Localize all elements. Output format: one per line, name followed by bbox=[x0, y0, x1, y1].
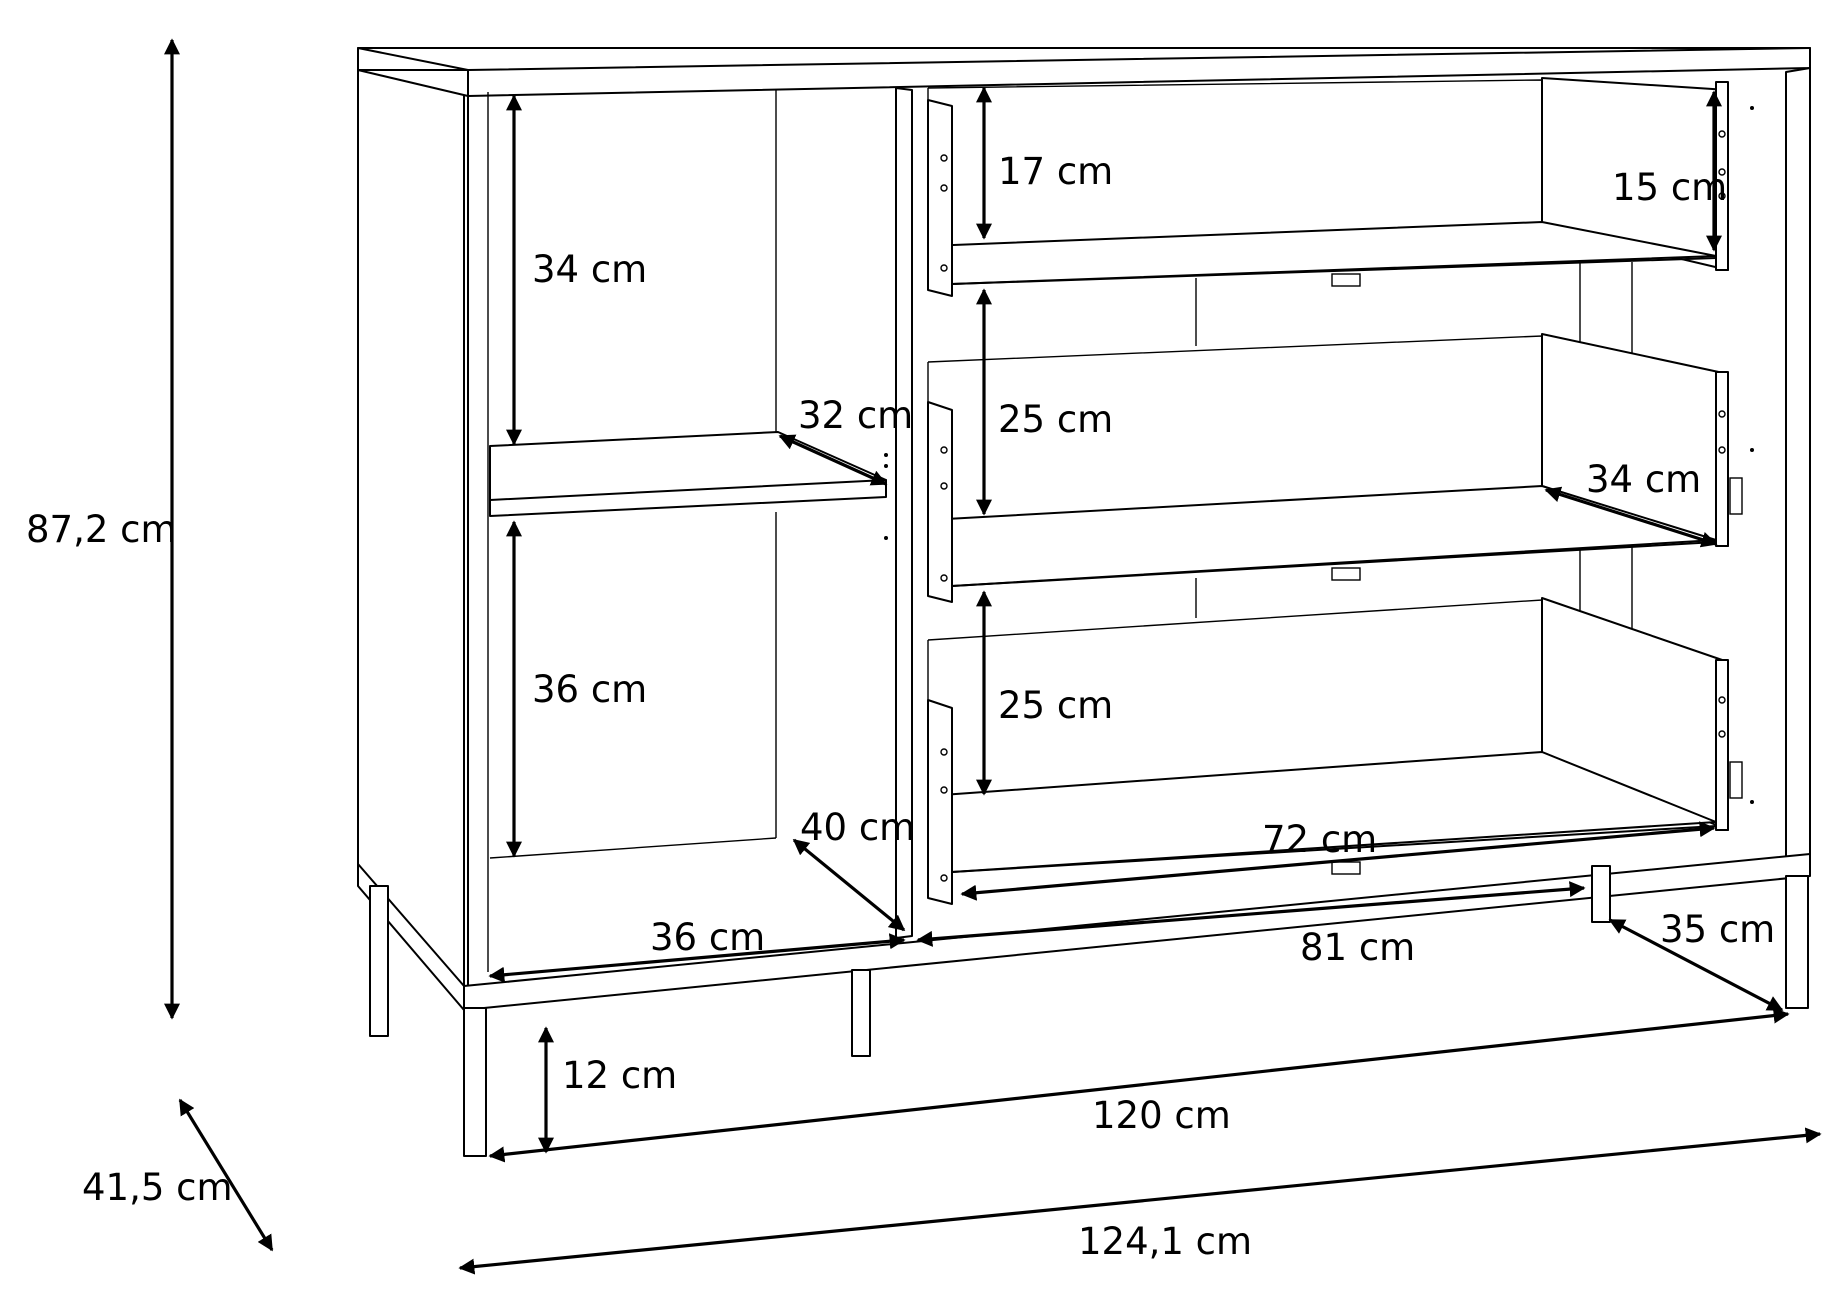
top-drawer-front bbox=[927, 99, 953, 297]
label-base-depth: 35 cm bbox=[1660, 908, 1775, 951]
label-drawer-width: 72 cm bbox=[1262, 818, 1377, 861]
shelf bbox=[489, 431, 887, 517]
bottom-drawer-front bbox=[927, 699, 953, 905]
dimension-labels: 87,2 cm 41,5 cm 124,1 cm 120 cm 12 cm 34… bbox=[26, 150, 1775, 1263]
label-middle-drawer-height: 25 cm bbox=[998, 398, 1113, 441]
label-leg-height: 12 cm bbox=[562, 1054, 677, 1097]
label-body-width: 120 cm bbox=[1092, 1094, 1231, 1137]
label-overall-width: 124,1 cm bbox=[1078, 1220, 1252, 1263]
sideboard-drawing bbox=[357, 47, 1811, 1157]
label-drawer-section-width: 81 cm bbox=[1300, 926, 1415, 969]
label-top-drawer-height: 17 cm bbox=[998, 150, 1113, 193]
left-side-panel bbox=[357, 69, 469, 999]
legs bbox=[369, 865, 1809, 1157]
label-lower-shelf-height: 36 cm bbox=[532, 668, 647, 711]
middle-drawer-front bbox=[927, 401, 953, 603]
right-side-panel bbox=[1785, 67, 1811, 861]
label-shelf-depth: 32 cm bbox=[798, 394, 913, 437]
label-drawer-depth: 34 cm bbox=[1586, 458, 1701, 501]
label-compartment-depth: 40 cm bbox=[800, 806, 915, 849]
label-top-drawer-inner-height: 15 cm bbox=[1612, 166, 1727, 209]
label-compartment-width: 36 cm bbox=[650, 916, 765, 959]
label-upper-shelf-height: 34 cm bbox=[532, 248, 647, 291]
label-bottom-drawer-height: 25 cm bbox=[998, 684, 1113, 727]
label-depth: 41,5 cm bbox=[82, 1166, 233, 1209]
label-total-height: 87,2 cm bbox=[26, 508, 177, 551]
middle-divider bbox=[895, 87, 913, 939]
dimension-lines bbox=[164, 38, 1822, 1275]
